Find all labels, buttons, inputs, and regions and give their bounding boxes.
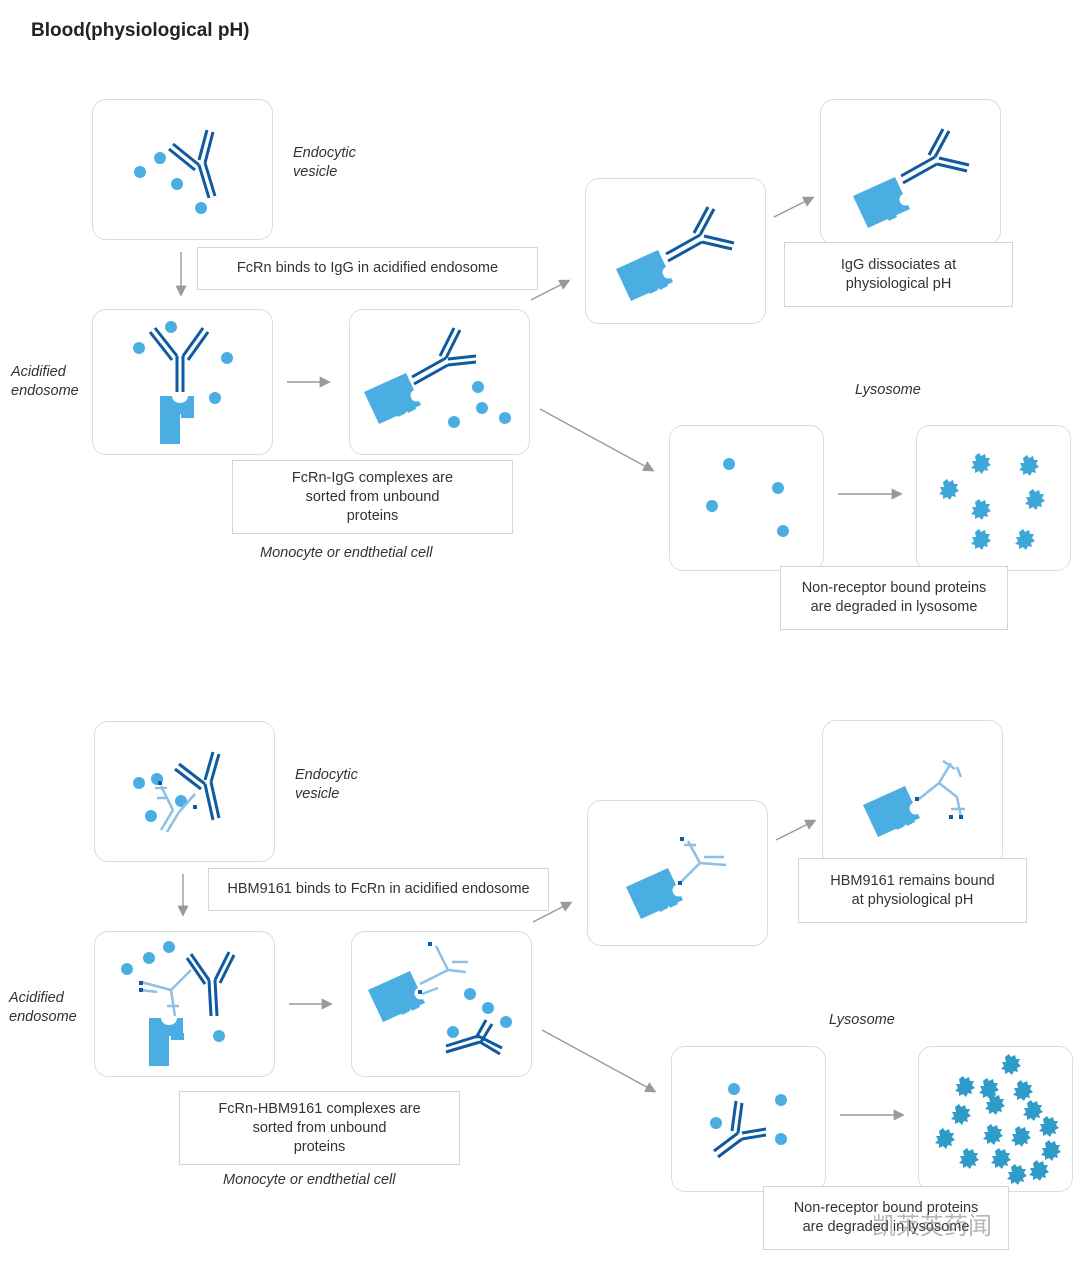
hbm9161-antibody-icon [155, 785, 196, 833]
top-endocytic-label: Endocytic vesicle [293, 144, 356, 182]
igg-antibody-icon [168, 129, 217, 199]
caption-text: are degraded in lysosome [802, 1219, 970, 1235]
top-sorted-caption: FcRn-IgG complexes are sorted from unbou… [232, 460, 513, 534]
top-sorted-panel [349, 309, 530, 455]
bottom-endocytic-label: Endocytic vesicle [295, 766, 358, 804]
hbm9161-antibody-icon [419, 945, 468, 996]
bottom-remains-caption: HBM9161 remains bound at physiological p… [798, 858, 1027, 923]
igg-antibody-icon [185, 951, 236, 1017]
label-line: Endocytic [293, 145, 356, 161]
hbm9161-antibody-icon [679, 840, 727, 884]
caption-text: FcRn-HBM9161 complexes are [218, 1100, 421, 1117]
caption-text: HBM9161 binds to FcRn in acidified endos… [227, 881, 530, 897]
label-line: Acidified [9, 990, 64, 1006]
igg-antibody-icon [713, 1100, 767, 1159]
igg-and-proteins-graphic [134, 129, 217, 214]
top-unbound-panel [669, 425, 824, 571]
hbm9161-antibody-icon [140, 969, 192, 1017]
igg-antibody-icon [665, 206, 735, 263]
label-line: endosome [9, 1009, 77, 1025]
igg-antibody-icon [174, 751, 221, 821]
bottom-degraded-panel [918, 1046, 1073, 1192]
caption-text: HBM9161 remains bound [830, 872, 995, 889]
bottom-unbound-panel [671, 1046, 826, 1192]
degraded-fragment-icon [935, 1054, 1061, 1185]
bottom-remains-panel [822, 720, 1003, 866]
bottom-cell-label: Monocyte or endthetial cell [223, 1172, 396, 1188]
caption-text: sorted from unbound [305, 488, 440, 505]
fcrn-receptor-icon [616, 250, 673, 301]
caption-text: Non-receptor bound proteins [801, 580, 987, 596]
caption-text: proteins [346, 507, 399, 524]
fcrn-receptor-icon [863, 786, 920, 837]
remains-bound-graphic [863, 759, 965, 837]
igg-hbm9161-proteins-graphic [133, 751, 221, 833]
label-line: vesicle [295, 786, 340, 802]
bottom-binds-caption: HBM9161 binds to FcRn in acidified endos… [208, 868, 549, 911]
igg-antibody-icon [148, 327, 210, 392]
degraded-fragments-graphic [939, 453, 1045, 550]
caption-text: FcRn binds to IgG in acidified endosome [236, 260, 499, 276]
fcrn-receptor-icon [149, 1018, 184, 1066]
unbound-igg-proteins-graphic [710, 1083, 787, 1159]
bottom-lysosome-label: Lysosome [829, 1012, 895, 1028]
top-dissociates-caption: IgG dissociates at physiological pH [784, 242, 1013, 307]
arrow-down-right [539, 408, 655, 472]
degraded-fragment-icon [939, 453, 1045, 550]
hbm9161-antibody-icon [918, 759, 965, 818]
label-line: endosome [11, 383, 79, 399]
recycled-complex-graphic [616, 206, 735, 301]
recycled-hbm9161-graphic [626, 837, 727, 919]
bottom-recycle-panel [587, 800, 768, 946]
sorted-hbm9161-graphic [368, 942, 512, 1056]
arrow-up-right [775, 819, 817, 841]
caption-text: Non-receptor bound proteins [793, 1200, 979, 1216]
sorted-complex-graphic [364, 327, 511, 428]
top-recycle-panel [585, 178, 766, 324]
label-line: Endocytic [295, 767, 358, 783]
top-degraded-caption: Non-receptor bound proteins are degraded… [780, 566, 1008, 630]
watermark-text: 凯莱英药闻 [872, 1212, 992, 1240]
fcrn-receptor-icon [368, 971, 425, 1022]
fcrn-receptor-icon [626, 868, 683, 919]
top-cell-label: Monocyte or endthetial cell [260, 545, 433, 561]
caption-text: sorted from unbound [252, 1119, 387, 1136]
igg-antibody-icon [445, 1019, 503, 1056]
fcrn-receptor-icon [364, 373, 421, 424]
page-title: Blood(physiological pH) [31, 20, 250, 41]
top-acidified-endosome-panel [92, 309, 273, 455]
igg-antibody-icon [411, 327, 477, 386]
caption-text: physiological pH [845, 275, 952, 292]
top-lysosome-label: Lysosome [855, 382, 921, 398]
fcrn-bound-hbm9161-graphic [121, 941, 236, 1066]
top-degraded-panel [916, 425, 1071, 571]
fcrn-bound-igg-graphic [133, 321, 233, 444]
top-dissociated-panel [820, 99, 1001, 245]
igg-antibody-icon [900, 128, 970, 185]
top-acidified-label: Acidified endosome [11, 363, 79, 401]
bottom-sorted-panel [351, 931, 532, 1077]
arrow-up-right [773, 196, 815, 218]
label-line: vesicle [293, 164, 338, 180]
caption-text: at physiological pH [851, 891, 974, 908]
caption-text: proteins [293, 1138, 346, 1155]
fcrn-receptor-icon [853, 177, 910, 228]
unbound-proteins-graphic [706, 458, 789, 537]
label-line: Acidified [11, 364, 66, 380]
caption-text: are degraded in lysosome [810, 599, 978, 615]
arrow-down-right [541, 1029, 657, 1093]
bottom-acidified-endosome-panel [94, 931, 275, 1077]
caption-text: FcRn-IgG complexes are [291, 469, 454, 486]
bottom-sorted-caption: FcRn-HBM9161 complexes are sorted from u… [179, 1091, 460, 1165]
dissociated-graphic [853, 128, 970, 228]
bottom-degraded-caption: Non-receptor bound proteins are degraded… [763, 1186, 1009, 1250]
top-endocytic-vesicle-panel [92, 99, 273, 240]
caption-text: IgG dissociates at [840, 256, 957, 273]
bottom-acidified-label: Acidified endosome [9, 989, 77, 1027]
degraded-fragments-graphic [935, 1054, 1061, 1185]
bottom-endocytic-vesicle-panel [94, 721, 275, 862]
fcrn-receptor-icon [160, 396, 194, 444]
top-binds-caption: FcRn binds to IgG in acidified endosome [197, 247, 538, 290]
